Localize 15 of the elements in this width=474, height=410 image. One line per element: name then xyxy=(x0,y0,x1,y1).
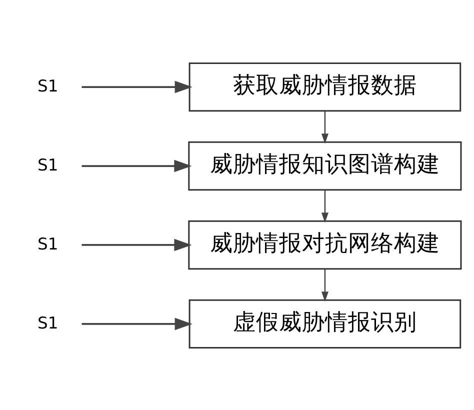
arrow xyxy=(320,110,328,144)
arrow xyxy=(81,317,192,330)
node-text: S1 xyxy=(37,154,58,174)
node-text: S1 xyxy=(37,312,58,332)
arrow xyxy=(81,80,192,93)
node-text: S1 xyxy=(37,234,58,253)
node-box: 威胁情报知识图谱构建 xyxy=(188,140,462,190)
arrow xyxy=(81,238,192,251)
node-box: 获取威胁情报数据 xyxy=(188,62,461,112)
node-text: S1 xyxy=(37,76,58,95)
node-box: 虚假威胁情报识别 xyxy=(188,298,461,348)
arrow xyxy=(81,159,192,172)
arrow xyxy=(320,268,328,302)
node-box: 威胁情报对抗网络构建 xyxy=(188,220,462,270)
arrow xyxy=(320,190,328,222)
